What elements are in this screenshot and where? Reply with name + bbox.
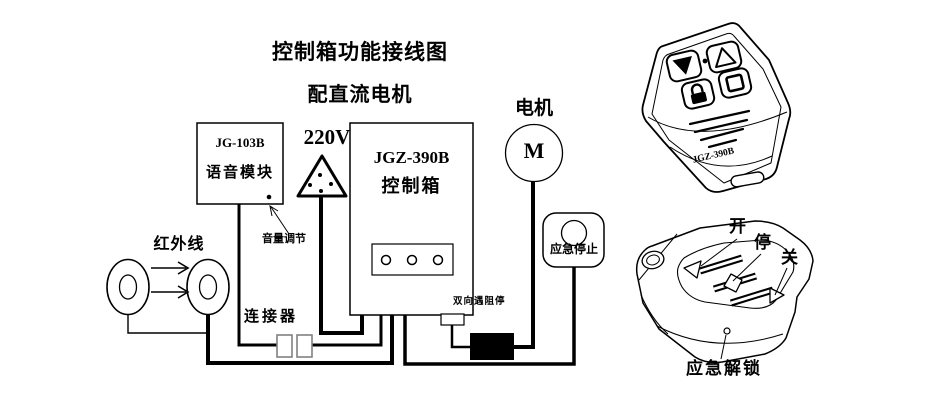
keyring-hole-inner bbox=[646, 254, 660, 266]
wire-voice-module-left bbox=[237, 203, 278, 347]
bottom-remote bbox=[635, 220, 814, 364]
connector-plug-right bbox=[296, 334, 313, 358]
control-box-notch bbox=[440, 313, 465, 326]
terminal-hole bbox=[380, 254, 392, 266]
power-label: 220V bbox=[303, 125, 351, 149]
infrared-sensor-right-lens bbox=[198, 274, 218, 300]
volume-adjust-label: 音量调节 bbox=[262, 233, 306, 245]
stop-diamond-icon bbox=[723, 273, 743, 293]
terminal-hole bbox=[432, 254, 444, 266]
motor-label: 电机 bbox=[514, 98, 553, 119]
emergency-stop-label: 应急停止 bbox=[549, 242, 598, 256]
volume-arrow-head bbox=[269, 204, 279, 217]
motor-circle bbox=[504, 123, 564, 183]
control-box bbox=[349, 122, 474, 316]
page-subtitle: 配直流电机 bbox=[307, 84, 413, 106]
remote-close-label: 关 bbox=[781, 248, 798, 267]
leader-lines bbox=[700, 238, 788, 360]
voice-module-label: 语音模块 bbox=[205, 165, 274, 181]
wire-emergency-stop bbox=[403, 266, 576, 366]
top-remote-bottom-slot bbox=[730, 171, 765, 188]
motor-symbol: M bbox=[523, 138, 545, 163]
top-remote-seam bbox=[647, 111, 788, 132]
lock-icon bbox=[690, 83, 707, 105]
control-box-label: 控制箱 bbox=[381, 176, 442, 196]
infrared-sensor-left-lens bbox=[118, 274, 138, 300]
wire-power bbox=[319, 196, 364, 335]
stop-square-icon bbox=[725, 73, 745, 93]
connector-label: 连接器 bbox=[244, 309, 299, 325]
bottom-remote-front-seam bbox=[656, 325, 784, 344]
volume-arrow-shaft bbox=[270, 206, 290, 235]
voice-module-model: JG-103B bbox=[215, 135, 265, 150]
plug-pin-dot bbox=[308, 183, 312, 187]
volume-knob-dot bbox=[266, 194, 272, 200]
obstruction-stop-module bbox=[470, 333, 514, 360]
unlock-leader-line bbox=[720, 334, 727, 360]
control-box-model: JGZ-390B bbox=[373, 148, 450, 167]
remote-stop-label: 停 bbox=[754, 233, 771, 252]
emergency-unlock-hole bbox=[723, 327, 731, 335]
emergency-stop-button bbox=[560, 219, 588, 247]
stop-leader-line bbox=[732, 253, 762, 282]
connector-plug-left bbox=[276, 334, 293, 358]
led-dot bbox=[702, 58, 708, 64]
open-triangle-icon bbox=[683, 260, 702, 279]
remote-open-label: 开 bbox=[729, 217, 746, 236]
open-triangle-button bbox=[683, 254, 744, 279]
wire-voice-module-right bbox=[311, 314, 383, 347]
infrared-label: 红外线 bbox=[153, 236, 205, 253]
wire-infrared-right bbox=[206, 313, 394, 365]
speaker-lines bbox=[688, 109, 751, 149]
wire-obstruction-left bbox=[450, 324, 471, 349]
obstruction-stop-label: 双向遇阻停 bbox=[453, 297, 506, 307]
top-remote-seam bbox=[669, 146, 773, 167]
up-arrow-icon bbox=[715, 47, 737, 69]
stop-diamond-button bbox=[712, 272, 758, 293]
top-remote: JGZ-390B bbox=[641, 22, 792, 193]
page-title: 控制箱功能接线图 bbox=[272, 40, 448, 64]
top-remote-inner-edge bbox=[651, 32, 782, 184]
close-leader-line bbox=[774, 267, 788, 296]
down-arrow-icon bbox=[672, 55, 692, 75]
wire-infrared-left bbox=[127, 313, 207, 334]
open-leader-line bbox=[700, 238, 738, 267]
bottom-remote-side-edge bbox=[640, 294, 669, 335]
infrared-beam-arrow bbox=[151, 261, 190, 299]
terminal-hole bbox=[406, 254, 418, 266]
plug-pin-dot bbox=[329, 182, 333, 186]
plug-pin-dot bbox=[318, 173, 322, 177]
voice-module-box bbox=[196, 122, 284, 205]
emergency-unlock-label: 应急解锁 bbox=[686, 359, 762, 378]
plug-pin-dot bbox=[319, 189, 323, 193]
